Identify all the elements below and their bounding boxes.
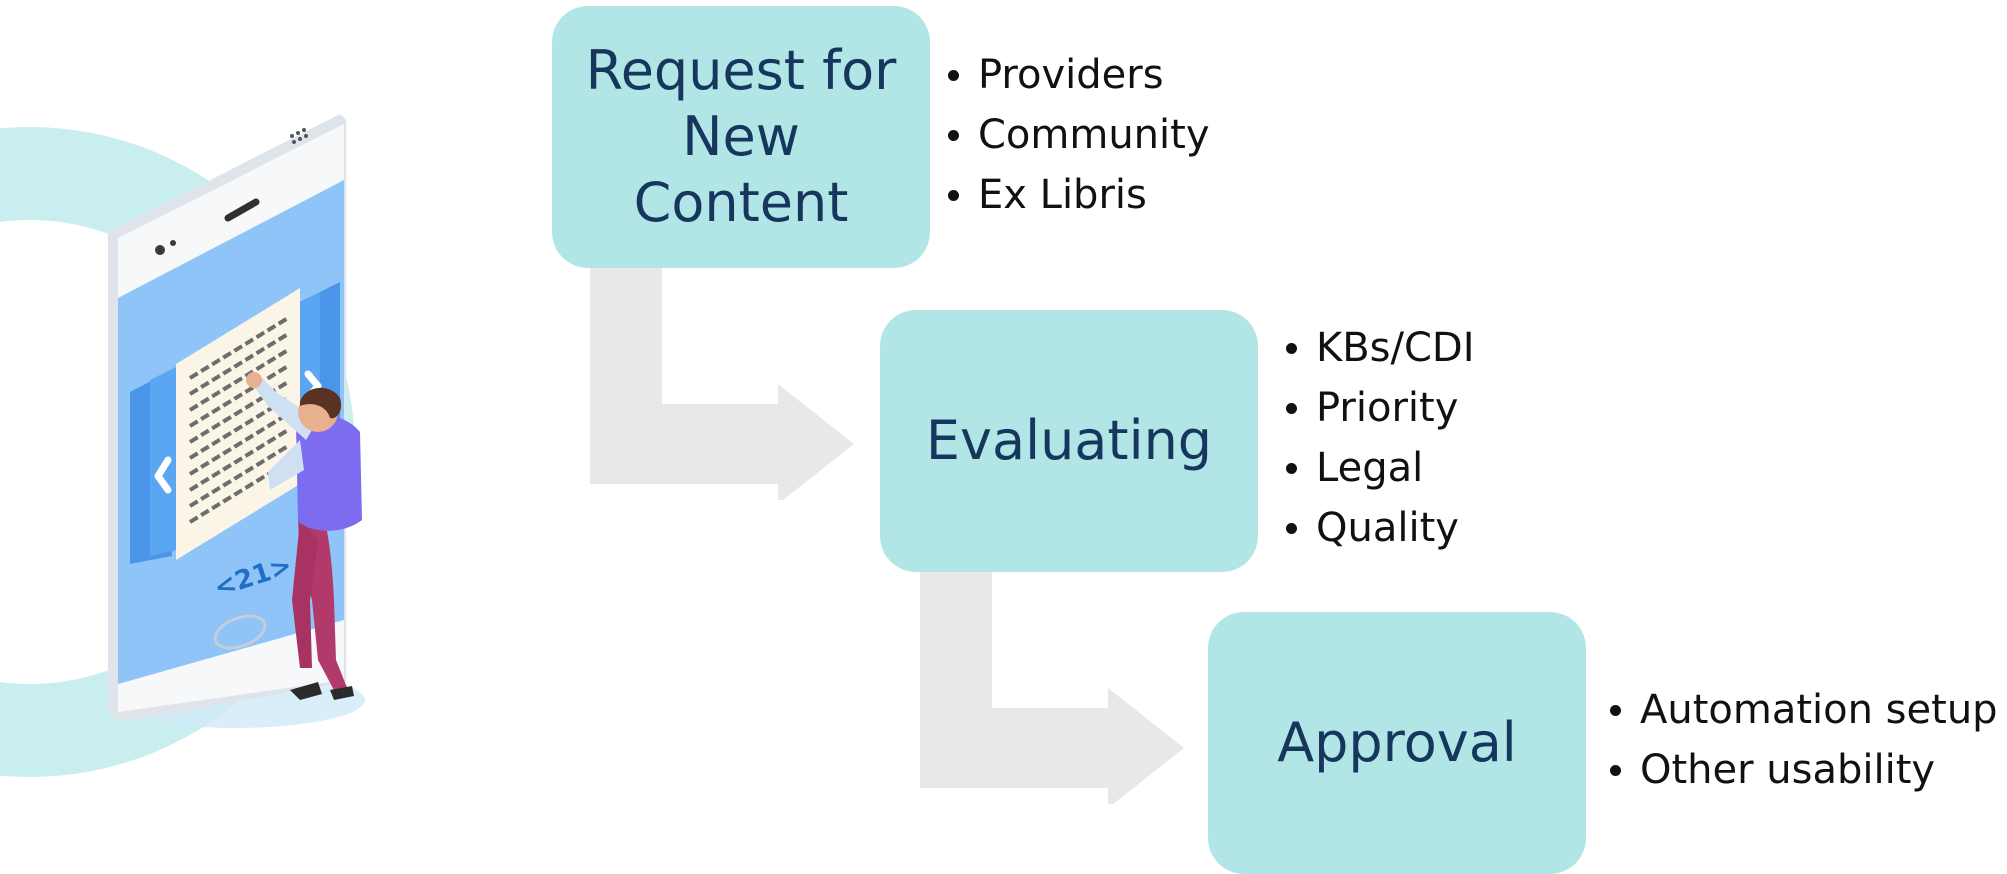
step-request-title-line-1: Request for	[585, 39, 897, 102]
step-request-bullets: Providers Community Ex Libris	[942, 45, 1210, 225]
phone-reader-illustration: <21>	[0, 114, 365, 777]
step-request-title-line-3: Content	[633, 171, 849, 234]
step-evaluating-box: Evaluating	[880, 310, 1258, 572]
step-approval-bullets: Automation setup Other usability	[1604, 680, 1998, 800]
bullet-item: Other usability	[1604, 740, 1998, 800]
bullet-item: KBs/CDI	[1280, 318, 1475, 378]
bullet-item: Legal	[1280, 438, 1475, 498]
step-approval-box: Approval	[1208, 612, 1586, 874]
step-evaluating-bullets: KBs/CDI Priority Legal Quality	[1280, 318, 1475, 558]
step-request-title: Request for New Content	[586, 38, 897, 236]
bullet-item: Quality	[1280, 498, 1475, 558]
flow-arrow-2	[920, 572, 1184, 804]
step-request-box: Request for New Content	[552, 6, 930, 268]
bullet-item: Automation setup	[1604, 680, 1998, 740]
step-request-title-line-2: New	[682, 105, 800, 168]
chevron-left-icon	[154, 456, 172, 494]
bullet-item: Priority	[1280, 378, 1475, 438]
bullet-item: Ex Libris	[942, 165, 1210, 225]
flow-arrow-1	[590, 268, 854, 500]
bullet-item: Community	[942, 105, 1210, 165]
step-approval-title: Approval	[1277, 710, 1517, 776]
step-evaluating-title-line-1: Evaluating	[925, 409, 1213, 472]
step-approval-title-line-1: Approval	[1277, 711, 1517, 774]
step-evaluating-title: Evaluating	[926, 408, 1212, 474]
bullet-item: Providers	[942, 45, 1210, 105]
